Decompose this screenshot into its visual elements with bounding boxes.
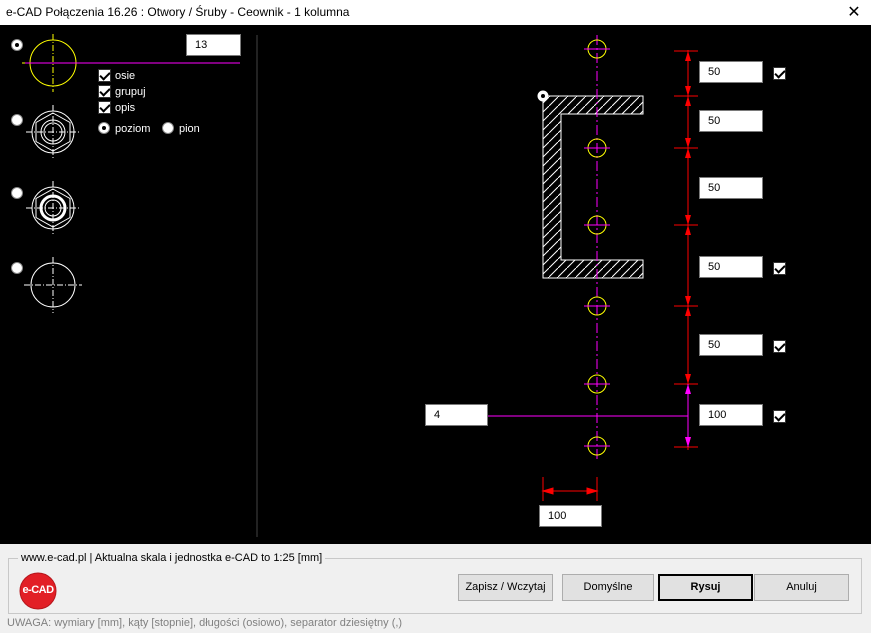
opis-label: opis xyxy=(115,102,136,114)
pion-radio[interactable] xyxy=(162,122,174,134)
symbol-radio-3[interactable] xyxy=(11,187,23,199)
osie-checkbox[interactable] xyxy=(98,69,111,82)
hole-count-input[interactable]: 4 xyxy=(425,404,488,426)
spacing-input-2[interactable]: 50 xyxy=(699,110,763,132)
offset-input[interactable]: 100 xyxy=(699,404,763,426)
horizontal-dimension xyxy=(541,477,599,501)
channel-profile xyxy=(537,90,644,279)
title-bar: e-CAD Połączenia 16.26 : Otwory / Śruby … xyxy=(0,0,871,25)
defaults-button[interactable]: Domyślne xyxy=(562,574,654,601)
ecad-logo xyxy=(19,572,57,610)
opis-checkbox[interactable] xyxy=(98,101,111,114)
pion-label: pion xyxy=(179,123,200,135)
close-icon[interactable]: ✕ xyxy=(847,4,861,21)
symbol-hex-bolt-icon[interactable] xyxy=(26,105,80,159)
scale-caption: www.e-cad.pl | Aktualna skala i jednostk… xyxy=(18,552,326,564)
cancel-button[interactable]: Anuluj xyxy=(754,574,849,601)
ecad-logo-text: e-CAD xyxy=(22,584,54,596)
window-title: e-CAD Połączenia 16.26 : Otwory / Śruby … xyxy=(6,5,350,19)
grupuj-label: grupuj xyxy=(115,86,146,98)
horizontal-offset-input[interactable]: 100 xyxy=(539,505,602,527)
symbol-radio-4[interactable] xyxy=(11,262,23,274)
grupuj-checkbox[interactable] xyxy=(98,85,111,98)
spacing-input-1[interactable]: 50 xyxy=(699,61,763,83)
poziom-label: poziom xyxy=(115,123,151,135)
symbol-radio-1[interactable] xyxy=(11,39,23,51)
spacing-checkbox-4[interactable] xyxy=(773,262,786,275)
hole-diameter-input[interactable]: 13 xyxy=(186,34,241,56)
units-note: UWAGA: wymiary [mm], kąty [stopnie], dłu… xyxy=(7,617,403,629)
drawing-canvas: 13 osie grupuj opis poziom pion 50 50 50… xyxy=(0,25,871,544)
spacing-checkbox-1[interactable] xyxy=(773,67,786,80)
info-groupbox xyxy=(8,558,862,614)
spacing-input-4[interactable]: 50 xyxy=(699,256,763,278)
symbol-circle-icon[interactable] xyxy=(24,257,82,313)
draw-button[interactable]: Rysuj xyxy=(658,574,753,601)
symbol-bolt-ring-icon[interactable] xyxy=(26,181,80,235)
spacing-input-3[interactable]: 50 xyxy=(699,177,763,199)
symbol-hole-icon[interactable] xyxy=(22,34,240,92)
symbol-radio-2[interactable] xyxy=(11,114,23,126)
vertical-dimension-chain xyxy=(674,50,698,450)
offset-checkbox[interactable] xyxy=(773,410,786,423)
spacing-checkbox-5[interactable] xyxy=(773,340,786,353)
spacing-input-5[interactable]: 50 xyxy=(699,334,763,356)
poziom-radio[interactable] xyxy=(98,122,110,134)
save-load-button[interactable]: Zapisz / Wczytaj xyxy=(458,574,553,601)
drawing-svg xyxy=(22,34,698,537)
osie-label: osie xyxy=(115,70,136,82)
